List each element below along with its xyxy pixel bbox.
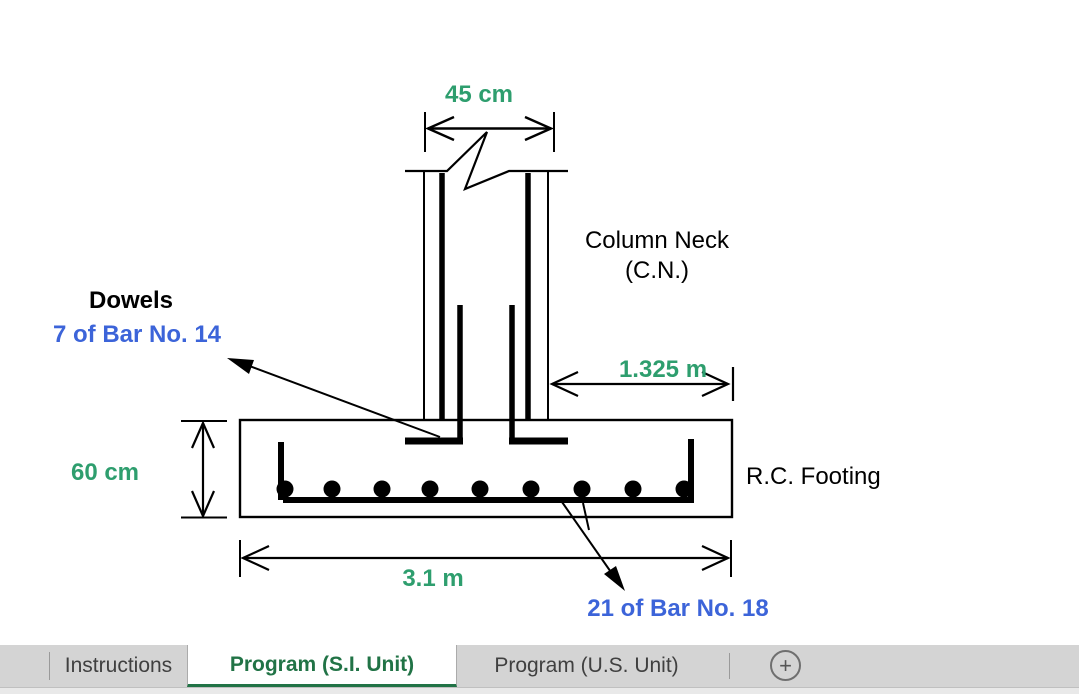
sheet-tab-program-si-unit[interactable]: Program (S.I. Unit) — [187, 645, 457, 687]
footing-width-dimension-label: 3.1 m — [402, 565, 464, 592]
column-width-dimension-label: 45 cm — [444, 81, 514, 108]
status-bar-strip — [0, 687, 1079, 694]
footing-rebar-graphic — [276, 439, 694, 503]
new-sheet-button[interactable]: + — [770, 650, 801, 681]
plus-circle-icon: + — [779, 652, 792, 678]
footing-diagram — [181, 112, 735, 591]
sheet-tab-program-us-unit[interactable]: Program (U.S. Unit) — [457, 645, 716, 687]
sheet-tab-instructions-label: Instructions — [64, 654, 173, 677]
bottom-bar-leader-arrow — [561, 501, 625, 591]
footing-depth-dimension-graphic — [181, 420, 227, 519]
column-neck-graphic — [423, 171, 549, 420]
column-neck-label: Column Neck (C.N.) — [584, 227, 730, 284]
dowel-bars-graphic — [405, 305, 568, 445]
sheet-tab-instructions[interactable]: Instructions — [50, 645, 187, 687]
rebar-dots — [276, 480, 693, 498]
column-break-graphic — [405, 131, 568, 191]
footing-outline-graphic — [238, 418, 734, 519]
edge-distance-dimension-graphic — [549, 367, 735, 401]
dowels-label: Dowels — [88, 287, 174, 314]
sheet-tab-program-us-unit-label: Program (U.S. Unit) — [494, 654, 679, 677]
tab-bar-right-divider — [729, 653, 730, 679]
tab-bar-left-divider — [0, 652, 50, 680]
sheet-tab-bar: Instructions Program (S.I. Unit) Program… — [0, 645, 1079, 687]
dowels-leader-arrow — [227, 358, 441, 438]
rc-footing-label: R.C. Footing — [746, 463, 881, 490]
dowels-bar-count-label: 7 of Bar No. 14 — [52, 321, 222, 348]
column-width-dimension-graphic — [424, 112, 555, 152]
sheet-tab-program-si-unit-label: Program (S.I. Unit) — [229, 652, 415, 676]
edge-distance-dimension-label: 1.325 m — [618, 356, 708, 383]
bottom-bar-count-label: 21 of Bar No. 18 — [587, 595, 769, 622]
footing-depth-dimension-label: 60 cm — [70, 459, 140, 486]
footing-width-dimension-graphic — [239, 540, 732, 577]
